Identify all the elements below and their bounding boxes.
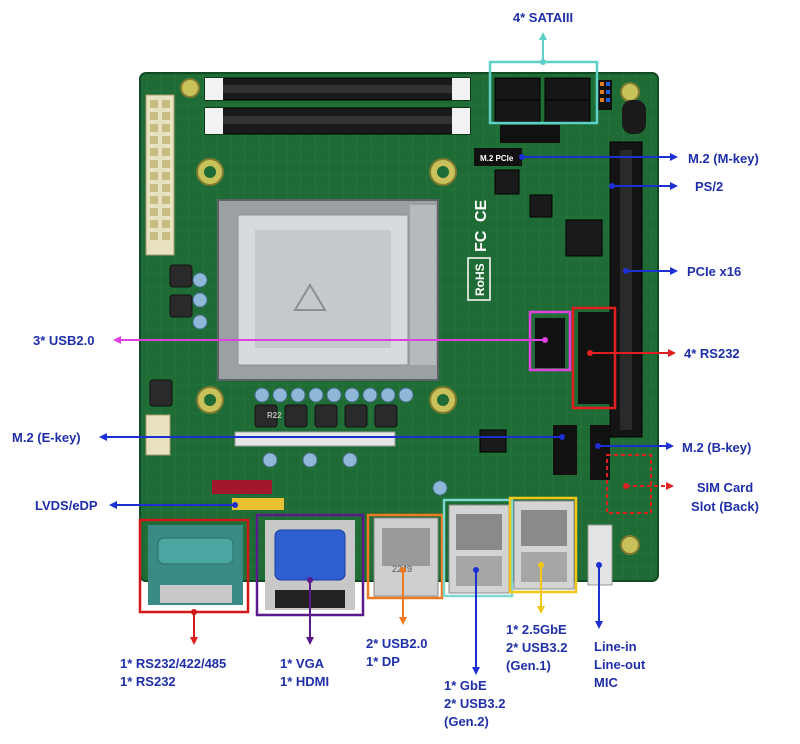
m2-ekey-label: M.2 (E-key)	[12, 430, 81, 445]
rs232-internal-headers	[578, 312, 612, 404]
vrm-inductors	[149, 264, 398, 428]
audio-label-line3: MIC	[594, 675, 618, 690]
dimm-slots	[204, 77, 471, 135]
gbe-label-line1: 1* GbE	[444, 678, 487, 693]
gbe-label-line2: 2* USB3.2	[444, 696, 506, 711]
usb-dp-label-line1: 2* USB2.0	[366, 636, 428, 651]
ce-mark: CE	[473, 199, 490, 222]
front-panel-pins	[598, 80, 612, 110]
pcie-x16-slot	[609, 141, 643, 438]
buzzer	[622, 100, 646, 134]
lvds-label: LVDS/eDP	[35, 498, 98, 513]
usb-dp-highlight	[366, 513, 444, 600]
gbe-highlight	[442, 498, 514, 598]
ic-chips	[479, 169, 603, 453]
gbe25-label-line3: (Gen.1)	[506, 658, 551, 673]
mounting-holes	[180, 78, 640, 555]
audio-label-line2: Line-out	[594, 657, 646, 672]
vga-label-line1: 1* VGA	[280, 656, 325, 671]
fc-mark: FC	[473, 230, 490, 252]
sata-label: 4* SATAIII	[512, 10, 574, 25]
m2-mkey-slot: M.2 PCIe	[474, 148, 522, 166]
gbe-label: 1* GbE 2* USB3.2 (Gen.2)	[444, 677, 505, 730]
gbe25-label-line2: 2* USB3.2	[506, 640, 568, 655]
2.5gbe-usb32-gen1-connectors	[513, 500, 575, 590]
usb20-dp-connectors: 2249	[373, 517, 439, 597]
header-block	[500, 125, 560, 143]
gbe25-label-line1: 1* 2.5GbE	[506, 622, 567, 637]
inductor-marking: R22	[267, 411, 282, 420]
com-label: 1* RS232/422/485 1* RS232	[120, 655, 226, 690]
lvds-connector	[212, 480, 272, 494]
m2-bkey-label: M.2 (B-key)	[682, 440, 752, 455]
usb-dp-label: 2* USB2.0 1* DP	[366, 635, 427, 670]
arrow-origin-dots	[191, 59, 629, 615]
sata-connectors	[494, 77, 591, 123]
sim-label: SIM Card Slot (Back)	[680, 479, 770, 515]
gbe-label-line3: (Gen.2)	[444, 714, 489, 729]
sim-label-line1: SIM Card	[696, 480, 754, 495]
cpu-socket	[217, 199, 439, 381]
vga-label-line2: 1* HDMI	[280, 674, 330, 689]
capacitors	[192, 272, 448, 496]
callout-arrows	[99, 32, 678, 675]
com-label-line1: 1* RS232/422/485	[120, 656, 227, 671]
aux-power-connector	[145, 414, 171, 456]
rs232-label: 4* RS232	[684, 346, 740, 361]
com-label-line2: 1* RS232	[120, 674, 176, 689]
edp-connector	[232, 498, 284, 510]
rohs-mark: RoHS	[473, 263, 487, 296]
m2-ekey-slot	[553, 425, 577, 475]
pcie-label: PCIe x16	[687, 264, 742, 279]
heatsink	[234, 431, 396, 447]
atx-power-connector	[145, 94, 175, 256]
m2-mkey-label: M.2 (M-key)	[688, 151, 759, 166]
m2-pcie-marking: M.2 PCIe	[480, 154, 514, 163]
usb-dp-label-line2: 1* DP	[366, 654, 400, 669]
usb20-internal-headers	[535, 318, 565, 368]
sim-highlight	[606, 454, 652, 514]
audio-label: Line-in Line-out MIC	[594, 638, 645, 691]
audio-label-line1: Line-in	[594, 639, 637, 654]
ps2-label: PS/2	[695, 179, 724, 194]
gbe25-highlight	[508, 496, 578, 594]
m2-bkey-slot	[590, 425, 610, 480]
com-port-connectors	[148, 525, 243, 605]
sim-label-line2: Slot (Back)	[691, 499, 759, 514]
gbe-usb32-gen2-connectors	[448, 504, 510, 594]
gbe25-label: 1* 2.5GbE 2* USB3.2 (Gen.1)	[506, 621, 567, 674]
rs232-highlight	[571, 306, 617, 410]
regulatory-marks: RoHS FC CE R22	[267, 199, 491, 420]
vga-label: 1* VGA 1* HDMI	[280, 655, 329, 690]
usb20-label: 3* USB2.0	[33, 333, 95, 348]
